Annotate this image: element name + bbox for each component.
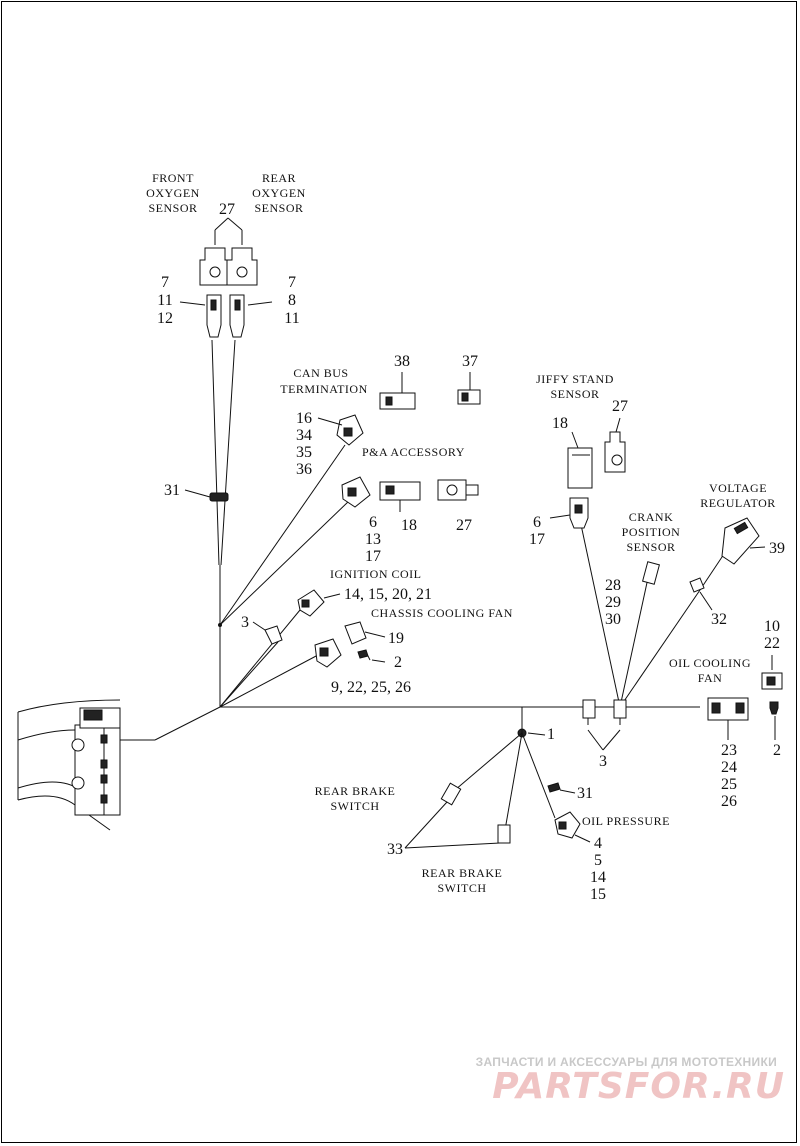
label-rear-oxygen-line3: SENSOR xyxy=(254,201,303,215)
jiffy-stand-parts xyxy=(549,417,626,529)
callout-15-oil: 15 xyxy=(590,886,606,903)
callout-4: 4 xyxy=(594,835,602,852)
component-labels: FRONT OXYGEN SENSOR REAR OXYGEN SENSOR C… xyxy=(146,171,776,895)
callout-18-pa: 18 xyxy=(401,517,417,534)
watermark-logo: PARTSFOR.RU xyxy=(492,1066,785,1107)
label-can-bus-line1: CAN BUS xyxy=(293,366,348,380)
callout-26: 26 xyxy=(721,793,737,810)
label-can-bus-line2: TERMINATION xyxy=(280,382,368,396)
callout-numbers: 27 7 11 12 7 8 11 38 37 16 34 35 36 31 6… xyxy=(157,201,785,903)
voltage-regulator-connector xyxy=(689,517,766,611)
callout-6-jiffy: 6 xyxy=(533,514,541,531)
label-crank-position-line1: CRANK xyxy=(629,510,674,524)
callout-30: 30 xyxy=(605,611,621,628)
oil-cooling-fan-parts xyxy=(707,655,783,740)
connector-16 xyxy=(317,414,364,446)
frame-section xyxy=(17,699,155,831)
callout-31-bottom: 31 xyxy=(577,785,593,802)
label-voltage-regulator-line1: VOLTAGE xyxy=(709,481,767,495)
label-rear-oxygen-line2: OXYGEN xyxy=(252,186,306,200)
callout-11-left: 11 xyxy=(157,292,172,309)
callout-16: 16 xyxy=(296,410,312,427)
can-bus-parts xyxy=(379,372,481,410)
label-oil-cooling-fan-line1: OIL COOLING xyxy=(669,656,751,670)
rear-brake-switches xyxy=(404,782,511,849)
label-chassis-cooling-fan: CHASSIS COOLING FAN xyxy=(371,606,513,620)
callout-7-left: 7 xyxy=(161,274,169,291)
callout-38: 38 xyxy=(394,353,410,370)
ignition-coil-connector xyxy=(297,589,341,617)
label-ignition-coil: IGNITION COIL xyxy=(330,567,421,581)
label-oil-cooling-fan-line2: FAN xyxy=(698,671,723,685)
callout-12-left: 12 xyxy=(157,310,173,327)
callout-27-pa: 27 xyxy=(456,517,472,534)
oxygen-sensor-connectors xyxy=(179,217,273,338)
callout-5: 5 xyxy=(594,852,602,869)
callout-27-oxygen: 27 xyxy=(219,201,235,218)
callout-28: 28 xyxy=(605,577,621,594)
label-jiffy-stand-line2: SENSOR xyxy=(550,387,599,401)
label-voltage-regulator-line2: REGULATOR xyxy=(700,496,776,510)
callout-line-1 xyxy=(527,732,546,736)
callout-19: 19 xyxy=(388,630,404,647)
callout-32: 32 xyxy=(711,611,727,628)
watermark: ЗАПЧАСТИ И АКСЕССУАРЫ ДЛЯ МОТОТЕХНИКИ PA… xyxy=(476,1055,785,1107)
label-crank-position-line2: POSITION xyxy=(622,525,681,539)
callout-6-pa: 6 xyxy=(369,514,377,531)
label-crank-position-line3: SENSOR xyxy=(626,540,675,554)
callout-8-right: 8 xyxy=(288,292,296,309)
crank-position-sensor xyxy=(642,561,660,585)
callout-24: 24 xyxy=(721,759,737,776)
label-pa-accessory: P&A ACCESSORY xyxy=(362,445,465,459)
main-harness xyxy=(154,339,741,831)
label-front-oxygen-line1: FRONT xyxy=(152,171,194,185)
callout-7-right: 7 xyxy=(288,274,296,291)
callout-37: 37 xyxy=(462,353,478,370)
callout-36: 36 xyxy=(296,461,312,478)
callout-3-left: 3 xyxy=(241,614,249,631)
chassis-cooling-fan-parts xyxy=(314,621,386,668)
callout-34: 34 xyxy=(296,427,312,444)
label-rear-brake-switch-b-line1: REAR BRAKE xyxy=(422,866,503,880)
callout-23: 23 xyxy=(721,742,737,759)
callout-35: 35 xyxy=(296,444,312,461)
callout-9-chassis: 9, 22, 25, 26 xyxy=(331,679,411,696)
connector-3-left xyxy=(252,621,283,645)
connectors-3-bottom xyxy=(582,699,627,751)
oil-pressure-parts xyxy=(547,782,591,843)
callout-10: 10 xyxy=(764,618,780,635)
callout-22: 22 xyxy=(764,635,780,652)
callout-33: 33 xyxy=(387,841,403,858)
callout-14-oil: 14 xyxy=(590,869,606,886)
callout-29: 29 xyxy=(605,594,621,611)
label-front-oxygen-line2: OXYGEN xyxy=(146,186,200,200)
callout-11-right: 11 xyxy=(284,310,299,327)
watermark-tagline: ЗАПЧАСТИ И АКСЕССУАРЫ ДЛЯ МОТОТЕХНИКИ xyxy=(476,1055,777,1069)
label-rear-brake-switch-a-line2: SWITCH xyxy=(331,799,380,813)
callout-31-top: 31 xyxy=(164,482,180,499)
pa-connector xyxy=(341,476,479,512)
callout-18-jiffy: 18 xyxy=(552,415,568,432)
label-rear-brake-switch-b-line2: SWITCH xyxy=(438,881,487,895)
label-rear-brake-switch-a-line1: REAR BRAKE xyxy=(315,784,396,798)
label-rear-oxygen-line1: REAR xyxy=(262,171,296,185)
label-oil-pressure: OIL PRESSURE xyxy=(582,814,670,828)
callout-2-oil: 2 xyxy=(773,742,781,759)
callout-13-pa: 13 xyxy=(365,531,381,548)
callout-3-bottom: 3 xyxy=(599,753,607,770)
callout-17-pa: 17 xyxy=(365,548,381,565)
callout-2-chassis: 2 xyxy=(394,654,402,671)
callout-17-jiffy: 17 xyxy=(529,531,545,548)
label-jiffy-stand-line1: JIFFY STAND xyxy=(536,372,614,386)
label-front-oxygen-line3: SENSOR xyxy=(148,201,197,215)
callout-39: 39 xyxy=(769,540,785,557)
callout-27-jiffy: 27 xyxy=(612,398,628,415)
callout-25: 25 xyxy=(721,776,737,793)
clip-31-top xyxy=(184,489,229,502)
callout-14-ignition: 14, 15, 20, 21 xyxy=(344,586,432,603)
callout-1: 1 xyxy=(547,726,555,743)
